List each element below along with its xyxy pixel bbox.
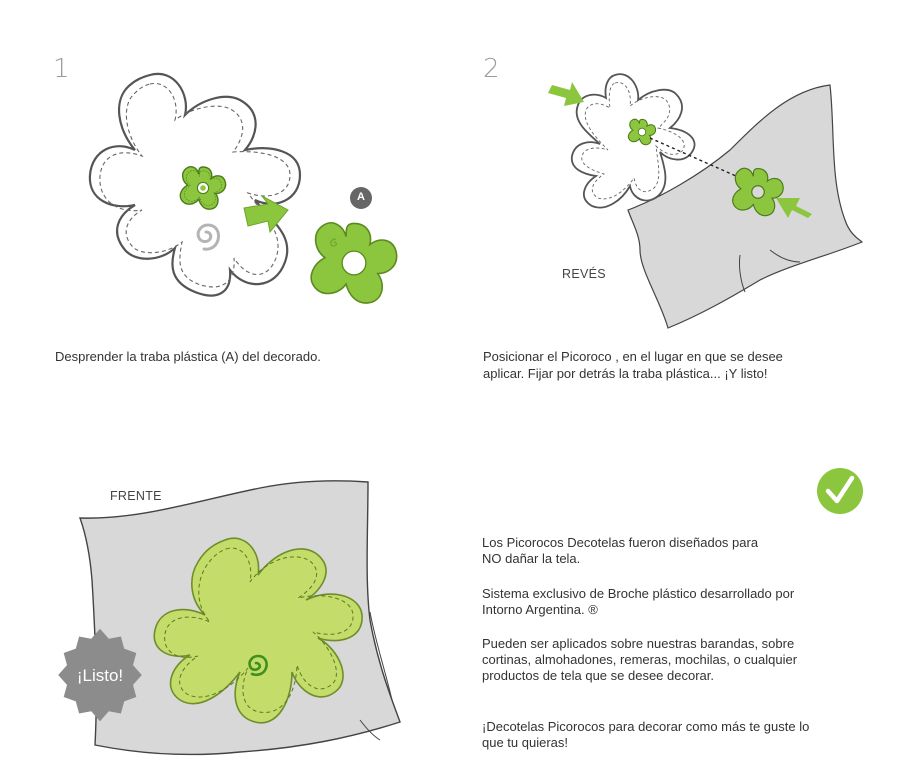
frente-label: FRENTE	[110, 489, 162, 503]
info-paragraph-1-line-2: NO dañar la tela.	[482, 551, 581, 566]
info-paragraph-2-line-1: Sistema exclusivo de Broche plástico des…	[482, 586, 795, 601]
arrow-icon	[243, 195, 289, 234]
listo-badge	[58, 628, 142, 722]
info-paragraph-4-line-1: ¡Decotelas Picorocos para decorar como m…	[482, 719, 810, 734]
step-1-caption: Desprender la traba plástica (A) del dec…	[55, 349, 321, 364]
fabric-fold	[359, 719, 381, 741]
step1-inner-clip	[179, 165, 227, 210]
step2-back-clip	[732, 167, 784, 217]
marker-a-circle	[350, 187, 372, 209]
fabric-fold	[369, 611, 393, 701]
step3-decoration	[153, 537, 363, 724]
fabric-fold	[769, 249, 801, 263]
arrow-icon	[776, 198, 812, 218]
spiral-icon	[196, 223, 220, 251]
check-circle-icon	[817, 468, 863, 514]
arrow-icon	[548, 82, 584, 106]
step-2-number: 2	[483, 54, 500, 84]
spiral-icon	[248, 654, 268, 677]
fabric-fold	[739, 254, 746, 293]
step-2-caption-line-1: Posicionar el Picoroco , en el lugar en …	[483, 349, 783, 364]
step-1-number: 1	[53, 54, 70, 84]
info-paragraph-4-line-2: que tu quieras!	[482, 735, 569, 750]
marker-a-label: A	[357, 191, 365, 203]
info-paragraph-3-line-1: Pueden ser aplicados sobre nuestras bara…	[482, 636, 795, 651]
alignment-dotted-line	[649, 137, 746, 181]
info-paragraph-3-line-2: cortinas, almohadones, remeras, mochilas…	[482, 652, 798, 667]
small-spiral-icon	[330, 238, 337, 247]
listo-badge-text: ¡Listo!	[76, 666, 124, 685]
plastic-clip-a	[310, 222, 398, 304]
step-2-caption-line-2: aplicar. Fijar por detrás la traba plást…	[483, 366, 768, 381]
step2-inner-clip	[627, 118, 657, 146]
reves-label: REVÉS	[562, 267, 606, 281]
info-paragraph-1-line-1: Los Picorocos Decotelas fueron diseñados…	[482, 535, 759, 550]
info-paragraph-2-line-2: Intorno Argentina. ®	[482, 602, 598, 617]
info-paragraph-3-line-3: productos de tela que se desee decorar.	[482, 668, 714, 683]
